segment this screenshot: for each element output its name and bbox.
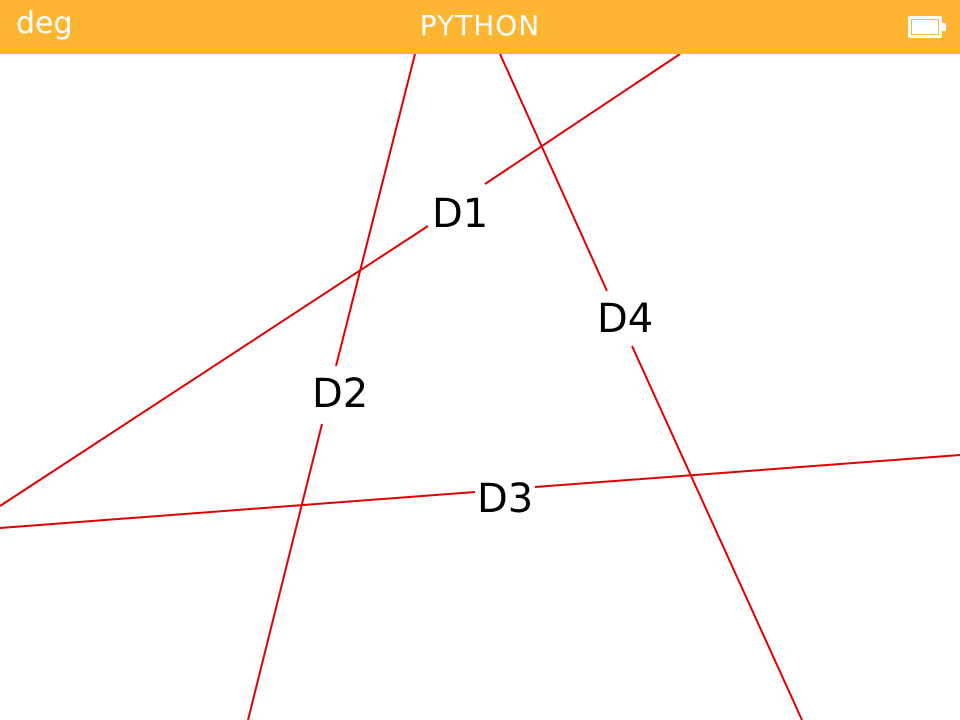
battery-full-icon [908, 16, 946, 38]
line-d4-segment-upper [499, 54, 608, 292]
line-d2-segment-lower [247, 423, 323, 720]
line-d1-segment-upper [484, 54, 681, 185]
line-d2: D2 [247, 54, 416, 720]
line-d3: D3 [0, 454, 960, 529]
angle-mode-indicator: deg [16, 6, 73, 41]
drawing-canvas: D1 D2 D3 D4 [0, 54, 960, 720]
line-d3-label: D3 [477, 476, 533, 522]
line-d4-segment-lower [631, 345, 803, 720]
line-d3-segment-left [0, 491, 476, 529]
status-bar: deg PYTHON [0, 0, 960, 54]
line-d4: D4 [499, 54, 803, 720]
line-d2-segment-upper [335, 54, 416, 367]
line-d3-segment-right [534, 454, 960, 488]
app-title: PYTHON [419, 9, 541, 42]
line-d4-label: D4 [597, 296, 653, 342]
line-d1: D1 [0, 54, 681, 507]
line-d2-label: D2 [312, 371, 368, 417]
line-d1-label: D1 [432, 191, 488, 237]
line-d1-segment-lower [0, 225, 429, 507]
